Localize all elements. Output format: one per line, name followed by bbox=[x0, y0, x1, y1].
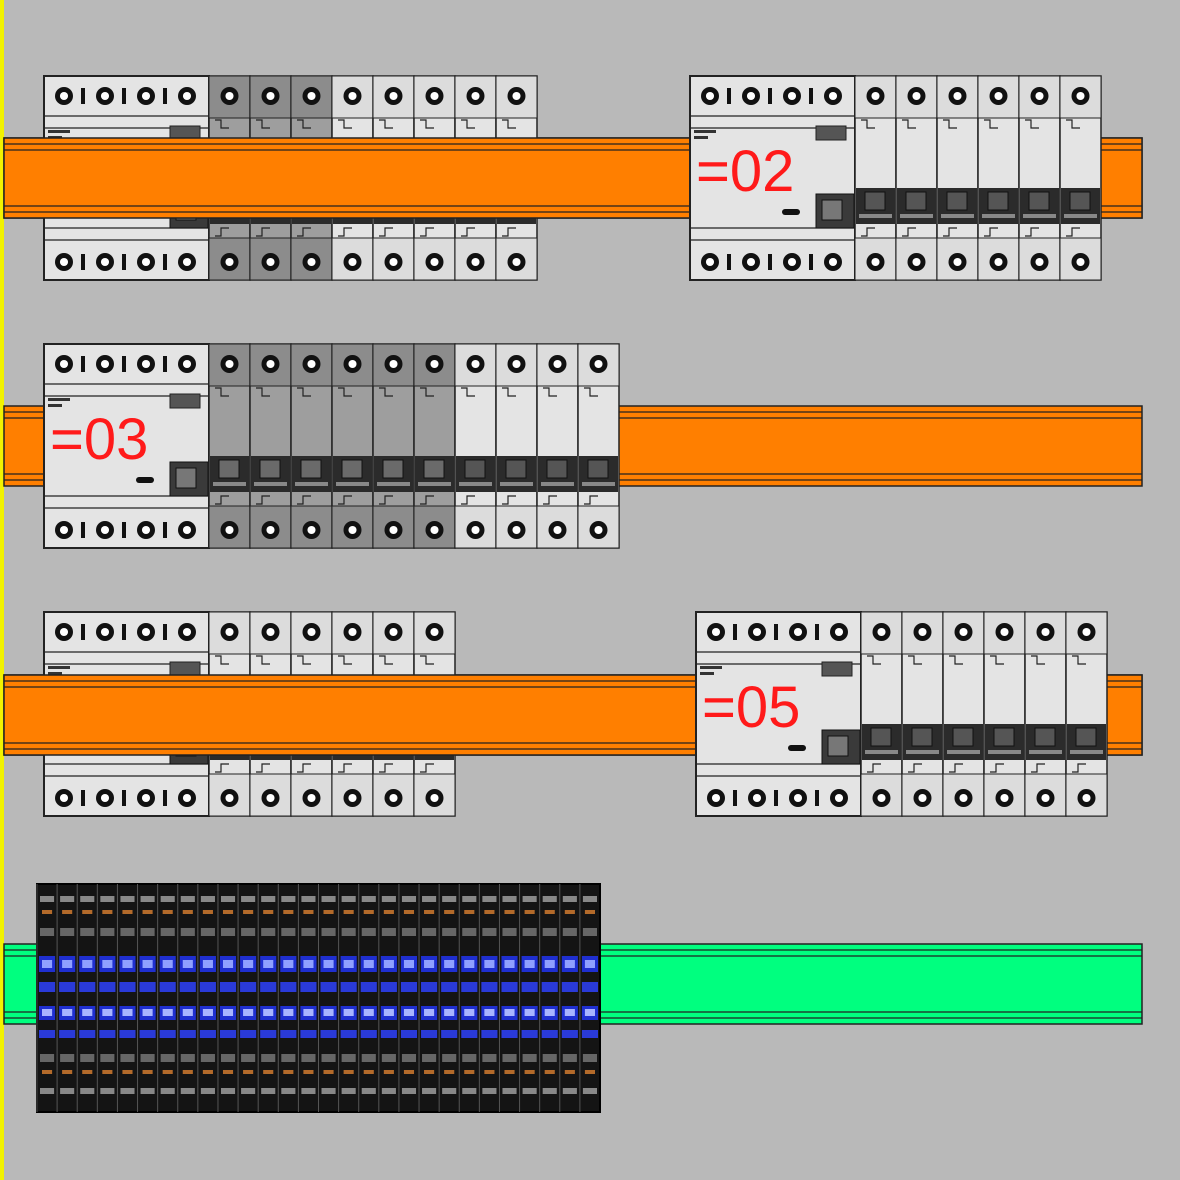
circuit-breaker-module[interactable] bbox=[860, 611, 903, 817]
circuit-breaker-module[interactable] bbox=[413, 343, 456, 549]
terminal-block-icon bbox=[76, 884, 96, 1112]
terminal-block-icon bbox=[478, 884, 498, 1112]
assembly-label: =03 bbox=[50, 407, 148, 472]
circuit-breaker-module[interactable] bbox=[1024, 611, 1067, 817]
circuit-breaker-module[interactable] bbox=[208, 343, 251, 549]
breaker-assembly-3[interactable]: =03 bbox=[43, 343, 620, 549]
terminal-block-icon bbox=[116, 884, 136, 1112]
circuit-breaker-module[interactable] bbox=[977, 75, 1020, 281]
terminal-block-icon bbox=[498, 884, 518, 1112]
terminal-block-icon bbox=[539, 884, 558, 1112]
circuit-breaker-module[interactable] bbox=[895, 75, 938, 281]
circuit-breaker-module[interactable] bbox=[577, 343, 620, 549]
breaker-assembly-2[interactable]: =02 bbox=[689, 75, 1102, 281]
terminal-block-icon bbox=[237, 884, 257, 1112]
assembly-label: =05 bbox=[702, 675, 800, 740]
circuit-breaker-module[interactable] bbox=[854, 75, 897, 281]
terminal-block-icon bbox=[579, 884, 598, 1112]
terminal-block-icon bbox=[519, 884, 538, 1112]
terminal-block-icon bbox=[458, 884, 478, 1112]
assembly-label: =02 bbox=[696, 139, 794, 204]
terminal-block-icon bbox=[56, 884, 76, 1112]
circuit-breaker-module[interactable] bbox=[495, 343, 538, 549]
terminal-block-icon bbox=[177, 884, 196, 1112]
terminal-block-icon bbox=[277, 884, 297, 1112]
terminal-block-icon bbox=[398, 884, 418, 1112]
terminal-block-icon bbox=[257, 884, 277, 1112]
circuit-breaker-module[interactable] bbox=[249, 343, 292, 549]
terminal-block-icon bbox=[438, 884, 458, 1112]
circuit-breaker-module[interactable] bbox=[936, 75, 979, 281]
terminal-block-icon bbox=[137, 884, 156, 1112]
circuit-breaker-module[interactable] bbox=[331, 343, 374, 549]
terminal-block-icon bbox=[157, 884, 176, 1112]
terminal-block-icon bbox=[318, 884, 337, 1112]
circuit-breaker-module[interactable] bbox=[372, 343, 415, 549]
breaker-assembly-5[interactable]: =05 bbox=[695, 611, 1108, 817]
terminal-block-icon bbox=[358, 884, 377, 1112]
terminal-block-icon bbox=[197, 884, 216, 1112]
circuit-breaker-module[interactable] bbox=[290, 343, 333, 549]
terminal-block-icon bbox=[96, 884, 116, 1112]
circuit-breaker-module[interactable] bbox=[1065, 611, 1108, 817]
terminal-block-icon bbox=[297, 884, 317, 1112]
circuit-breaker-module[interactable] bbox=[942, 611, 985, 817]
terminal-block-icon bbox=[418, 884, 438, 1112]
terminal-block-icon bbox=[559, 884, 578, 1112]
panel-left-edge bbox=[0, 0, 4, 1180]
terminal-block-icon bbox=[378, 884, 397, 1112]
circuit-breaker-module[interactable] bbox=[983, 611, 1026, 817]
terminal-block-icon bbox=[217, 884, 237, 1112]
circuit-breaker-module[interactable] bbox=[1018, 75, 1061, 281]
terminal-block-icon bbox=[338, 884, 357, 1112]
circuit-breaker-module[interactable] bbox=[454, 343, 497, 549]
circuit-breaker-module[interactable] bbox=[901, 611, 944, 817]
terminal-block-icon bbox=[36, 884, 56, 1112]
circuit-breaker-module[interactable] bbox=[1059, 75, 1102, 281]
circuit-breaker-module[interactable] bbox=[536, 343, 579, 549]
terminal-strip[interactable] bbox=[36, 883, 601, 1113]
